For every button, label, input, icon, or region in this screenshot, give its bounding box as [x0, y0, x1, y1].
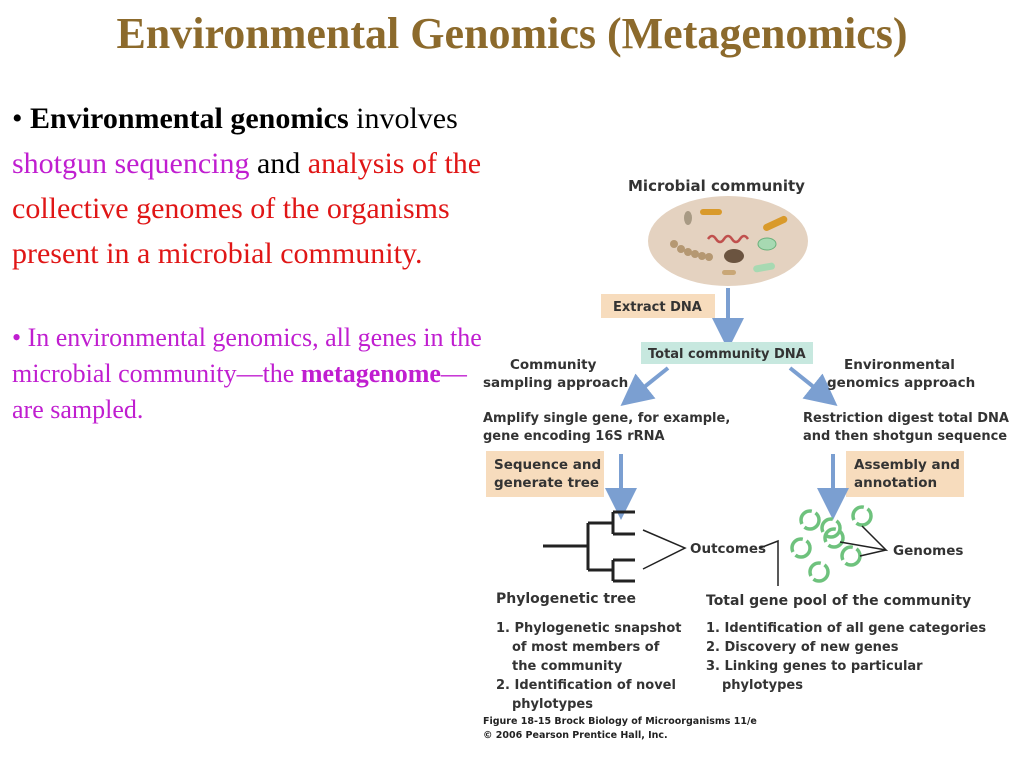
sequence-tree-box [486, 451, 604, 497]
label-env-genomics-1: Environmental [844, 357, 955, 373]
label-outcomes: Outcomes [690, 541, 766, 557]
term-environmental-genomics: Environmental genomics [30, 102, 349, 135]
right-list-item-3: 3. Linking genes to particular [706, 659, 923, 674]
text-are-sampled: —are sampled. [12, 359, 467, 424]
connector-genomes [839, 525, 889, 557]
bullet-list: • Environmental genomics involves shotgu… [12, 96, 482, 428]
label-seq-tree-1: Sequence and [494, 457, 601, 473]
figure-caption-1: Figure 18-15 Brock Biology of Microorgan… [483, 716, 757, 727]
label-total-community-dna: Total community DNA [648, 347, 806, 362]
text-involves: involves [348, 102, 458, 135]
label-community-sampling-1: Community [510, 357, 597, 373]
slide-title: Environmental Genomics (Metagenomics) [116, 9, 908, 58]
term-shotgun-sequencing: shotgun sequencing [12, 147, 250, 180]
microbes-illustration [670, 209, 788, 275]
left-list-item-1c: the community [512, 659, 623, 674]
text-analysis-of-genomes: analysis of the collective genomes of th… [12, 147, 482, 270]
text-and: and [249, 147, 308, 180]
label-env-genomics-2: genomics approach [827, 375, 975, 391]
metagenomics-diagram: Microbial community Extract DNA Total co… [483, 177, 1009, 741]
right-list-item-2: 2. Discovery of new genes [706, 640, 899, 655]
bullet-marker: • [12, 102, 31, 135]
label-genomes: Genomes [893, 543, 963, 559]
left-list-item-2: 2. Identification of novel [496, 678, 676, 693]
bullet-environmental-genomics: • Environmental genomics involves shotgu… [12, 96, 482, 276]
label-community-sampling-2: sampling approach [483, 375, 628, 391]
left-list-item-1: 1. Phylogenetic snapshot [496, 621, 681, 636]
left-list-item-2b: phylotypes [512, 697, 593, 712]
assembly-box [846, 451, 964, 497]
figure-caption-2: © 2006 Pearson Prentice Hall, Inc. [483, 730, 668, 741]
connector-outcomes-right [759, 539, 779, 586]
label-restriction-2: and then shotgun sequence [803, 429, 1007, 444]
label-extract-dna: Extract DNA [613, 300, 702, 315]
text-in-environmental-genomics: • In environmental genomics, all genes i… [12, 323, 482, 388]
genomes-illustration [790, 505, 873, 583]
bullet-metagenome: • In environmental genomics, all genes i… [12, 320, 482, 428]
label-restriction-1: Restriction digest total DNA [803, 411, 1009, 426]
label-amplify-1: Amplify single gene, for example, [483, 411, 730, 426]
connector-outcomes-left [642, 529, 687, 570]
right-list-item-3b: phylotypes [722, 678, 803, 693]
label-assembly-1: Assembly and [854, 457, 960, 473]
term-metagenome: metagenome [300, 359, 441, 388]
arrow-to-environmental-genomics [788, 366, 838, 406]
total-community-dna-box [641, 342, 813, 364]
right-list-item-1: 1. Identification of all gene categories [706, 621, 986, 636]
label-microbial-community: Microbial community [628, 177, 805, 195]
label-assembly-2: annotation [854, 475, 937, 491]
label-amplify-2: gene encoding 16S rRNA [483, 429, 665, 444]
label-seq-tree-2: generate tree [494, 475, 599, 491]
extract-dna-box [601, 294, 715, 318]
label-phylogenetic-tree: Phylogenetic tree [496, 591, 636, 607]
arrow-to-community-sampling [620, 366, 670, 406]
left-list-item-1b: of most members of [512, 640, 660, 655]
phylogenetic-tree-illustration [543, 510, 635, 583]
label-total-gene-pool: Total gene pool of the community [706, 593, 971, 609]
